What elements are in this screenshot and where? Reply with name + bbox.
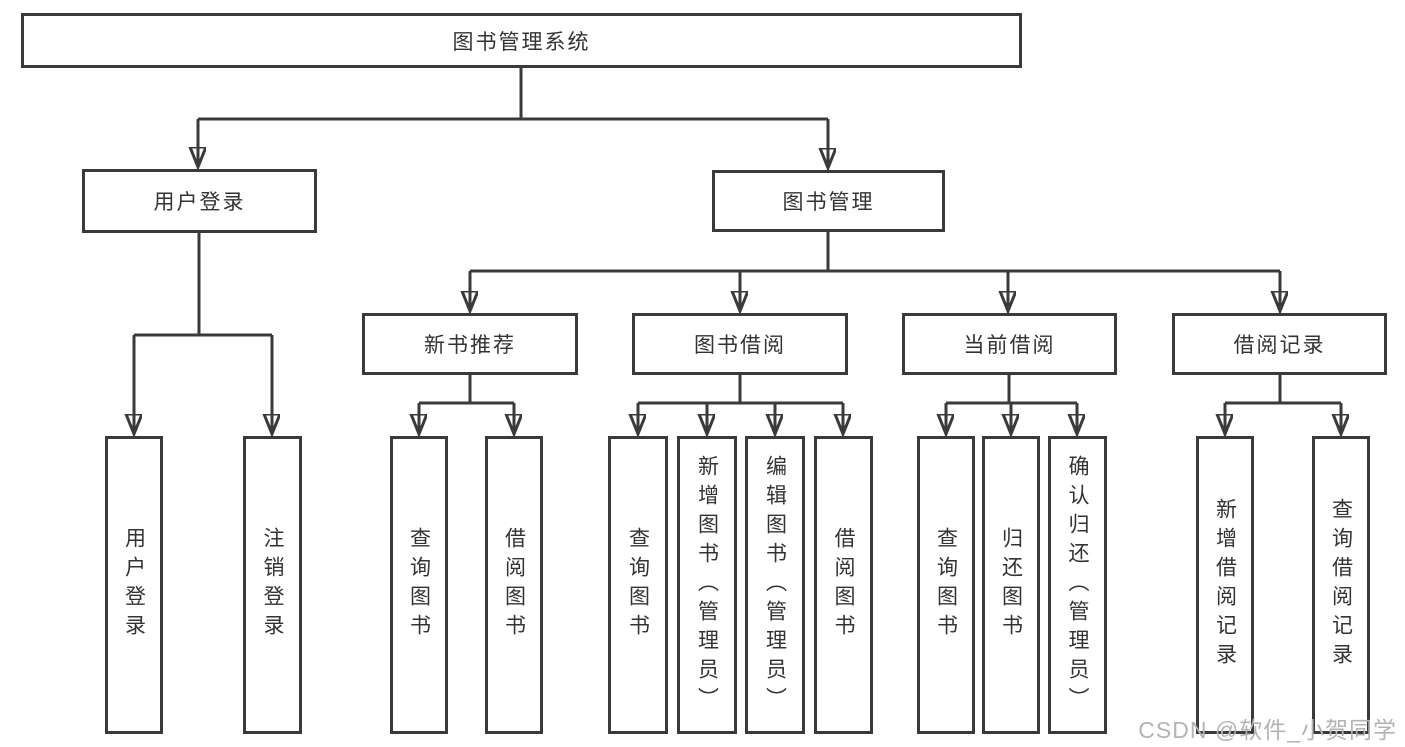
node-new-book-recommend: 新书推荐 (362, 313, 578, 375)
leaf-label: 编辑图书（管理员） (763, 454, 787, 716)
branch-borrow-record (1225, 375, 1341, 405)
leaf-label: 借阅图书 (832, 527, 855, 643)
branch-book-borrow (638, 375, 843, 405)
leaf-current-query: 查询图书 (917, 436, 975, 734)
leaf-borrow-add: 新增图书（管理员） (677, 436, 737, 734)
leaf-label: 查询图书 (626, 527, 650, 643)
leaf-borrow-edit: 编辑图书（管理员） (745, 436, 805, 734)
branch-user-login (134, 233, 272, 337)
node-book-management: 图书管理 (712, 170, 945, 232)
leaf-label: 新增图书（管理员） (695, 454, 719, 716)
branch-book-management (470, 232, 1280, 273)
leaf-label: 归还图书 (999, 527, 1023, 643)
leaf-label: 借阅图书 (502, 527, 526, 643)
leaf-current-return: 归还图书 (982, 436, 1040, 734)
leaf-label: 查询图书 (407, 527, 431, 643)
node-book-borrow: 图书借阅 (632, 313, 848, 375)
leaf-record-add: 新增借阅记录 (1196, 436, 1254, 734)
leaf-user-login: 用户登录 (105, 436, 163, 734)
node-user-login: 用户登录 (82, 169, 317, 233)
leaf-newbook-query: 查询图书 (390, 436, 448, 734)
branch-root (198, 68, 828, 121)
branch-new-book (419, 375, 514, 405)
leaf-label: 查询借阅记录 (1329, 498, 1353, 672)
leaf-current-confirm: 确认归还（管理员） (1048, 436, 1107, 734)
leaf-label: 确认归还（管理员） (1066, 454, 1089, 716)
node-borrow-record: 借阅记录 (1172, 313, 1387, 375)
leaf-label: 新增借阅记录 (1213, 498, 1237, 672)
leaf-label: 注销登录 (261, 527, 284, 643)
branch-current-borrow (946, 375, 1077, 405)
csdn-watermark: CSDN @软件_小贺同学 (1138, 717, 1397, 743)
leaf-borrow-borrow: 借阅图书 (814, 436, 873, 734)
leaf-label: 用户登录 (122, 527, 146, 643)
leaf-logout: 注销登录 (243, 436, 302, 734)
leaf-borrow-query: 查询图书 (608, 436, 668, 734)
leaf-label: 查询图书 (934, 527, 958, 643)
node-current-borrow: 当前借阅 (902, 313, 1117, 375)
node-system-root: 图书管理系统 (21, 13, 1022, 68)
leaf-record-query: 查询借阅记录 (1312, 436, 1370, 734)
leaf-newbook-borrow: 借阅图书 (485, 436, 543, 734)
